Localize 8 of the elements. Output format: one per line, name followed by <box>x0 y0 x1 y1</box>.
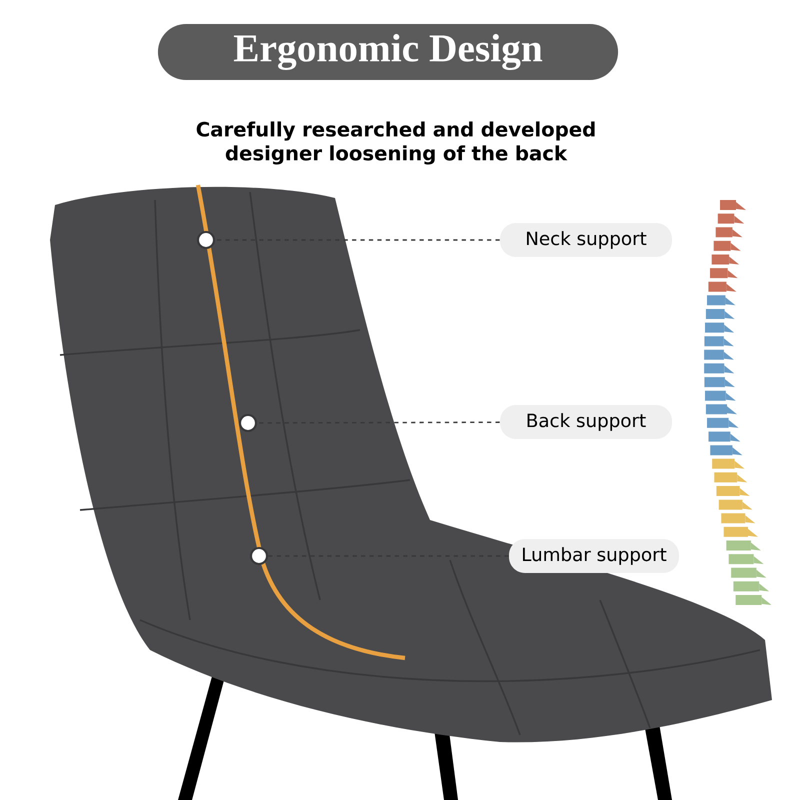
leader-line <box>215 239 500 241</box>
label-pill: Lumbar support <box>509 539 680 573</box>
label-pill: Neck support <box>500 223 672 257</box>
marker-dot <box>238 414 258 432</box>
subtitle: Carefully researched and developed designer loosening of the back <box>196 121 595 165</box>
title-banner: Ergonomic Design <box>158 24 618 80</box>
label-pill: Back support <box>500 405 672 439</box>
marker-dot <box>250 546 268 566</box>
